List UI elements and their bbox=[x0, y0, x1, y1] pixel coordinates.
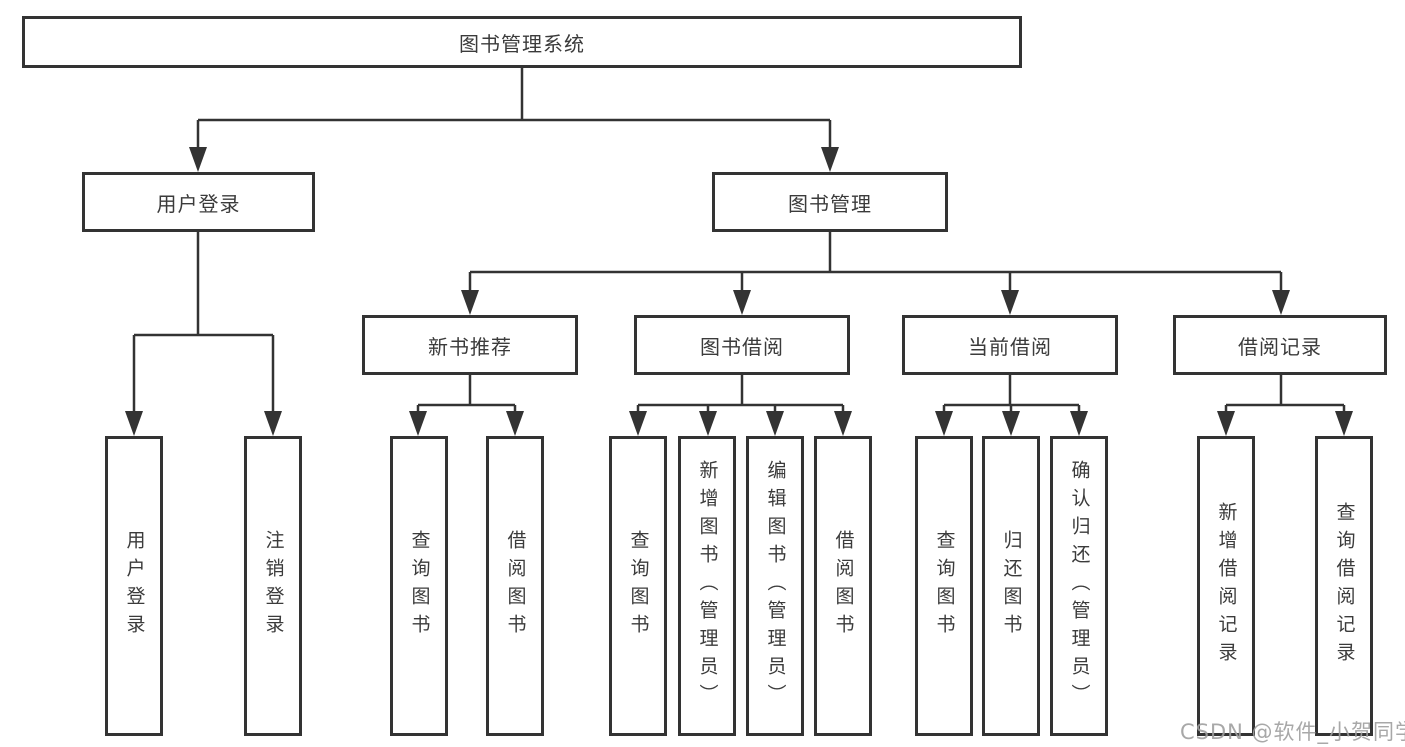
leaf-user-login-label: 用户登录 bbox=[123, 530, 146, 642]
leaf-query-books-recommend-label: 查询图书 bbox=[408, 530, 431, 642]
node-book-management: 图书管理 bbox=[712, 172, 948, 232]
leaf-query-books-borrow: 查询图书 bbox=[609, 436, 667, 736]
connector-arrowheads bbox=[125, 147, 1353, 436]
leaf-confirm-return-admin-label: 确认归还（管理员） bbox=[1068, 460, 1091, 712]
leaf-query-borrow-record: 查询借阅记录 bbox=[1315, 436, 1373, 736]
node-borrow-records: 借阅记录 bbox=[1173, 315, 1387, 375]
leaf-query-books-recommend: 查询图书 bbox=[390, 436, 448, 736]
node-user-login: 用户登录 bbox=[82, 172, 315, 232]
node-current-borrow: 当前借阅 bbox=[902, 315, 1118, 375]
leaf-edit-books-admin: 编辑图书（管理员） bbox=[746, 436, 804, 736]
connector-strokes bbox=[132, 68, 1346, 418]
node-library-management-system: 图书管理系统 bbox=[22, 16, 1022, 68]
leaf-query-books-borrow-label: 查询图书 bbox=[627, 530, 650, 642]
leaf-add-books-admin-label: 新增图书（管理员） bbox=[696, 460, 719, 712]
leaf-borrow-books: 借阅图书 bbox=[814, 436, 872, 736]
leaf-query-books-current-label: 查询图书 bbox=[933, 530, 956, 642]
leaf-add-borrow-record: 新增借阅记录 bbox=[1197, 436, 1255, 736]
leaf-query-borrow-record-label: 查询借阅记录 bbox=[1333, 502, 1356, 670]
leaf-return-books: 归还图书 bbox=[982, 436, 1040, 736]
node-new-book-recommend: 新书推荐 bbox=[362, 315, 578, 375]
leaf-user-login: 用户登录 bbox=[105, 436, 163, 736]
leaf-return-books-label: 归还图书 bbox=[1000, 530, 1023, 642]
leaf-borrow-books-recommend: 借阅图书 bbox=[486, 436, 544, 736]
leaf-borrow-books-label: 借阅图书 bbox=[832, 530, 855, 642]
leaf-borrow-books-recommend-label: 借阅图书 bbox=[504, 530, 527, 642]
leaf-add-borrow-record-label: 新增借阅记录 bbox=[1215, 502, 1238, 670]
csdn-watermark: CSDN @软件_小贺同学 bbox=[1180, 720, 1405, 744]
node-book-borrow: 图书借阅 bbox=[634, 315, 850, 375]
leaf-logout-label: 注销登录 bbox=[262, 530, 285, 642]
leaf-query-books-current: 查询图书 bbox=[915, 436, 973, 736]
leaf-confirm-return-admin: 确认归还（管理员） bbox=[1050, 436, 1108, 736]
leaf-edit-books-admin-label: 编辑图书（管理员） bbox=[764, 460, 787, 712]
leaf-add-books-admin: 新增图书（管理员） bbox=[678, 436, 736, 736]
leaf-logout: 注销登录 bbox=[244, 436, 302, 736]
